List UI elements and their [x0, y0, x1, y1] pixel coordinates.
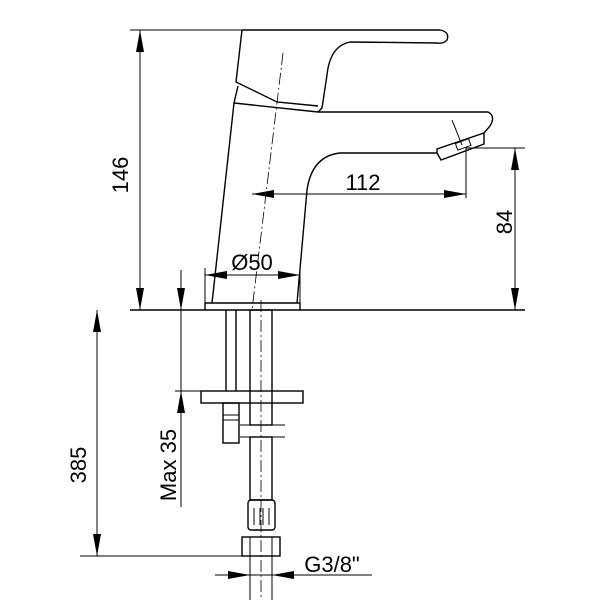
dimension-total-height: 146: [108, 30, 144, 310]
dimension-spout-reach: 112: [252, 148, 467, 198]
spout-centerline: [251, 52, 284, 311]
dimension-thread: G3/8": [215, 552, 372, 600]
dimension-label-50: Ø50: [231, 250, 273, 275]
dimension-label-84: 84: [492, 210, 517, 234]
mounting-assembly: [200, 309, 304, 557]
faucet-body: [204, 29, 494, 310]
dimension-label-max-35: Max 35: [156, 429, 181, 501]
dimension-label-385: 385: [66, 447, 91, 484]
dimension-max-thickness: Max 35: [156, 270, 201, 507]
dimension-label-146: 146: [108, 157, 133, 194]
dimension-label-112: 112: [345, 170, 380, 195]
dimension-base-diameter: Ø50: [204, 250, 301, 303]
dimension-label-g38: G3/8": [304, 552, 360, 577]
dimension-spout-height: 84: [466, 147, 525, 310]
dimension-hose-length: 385: [66, 310, 242, 557]
